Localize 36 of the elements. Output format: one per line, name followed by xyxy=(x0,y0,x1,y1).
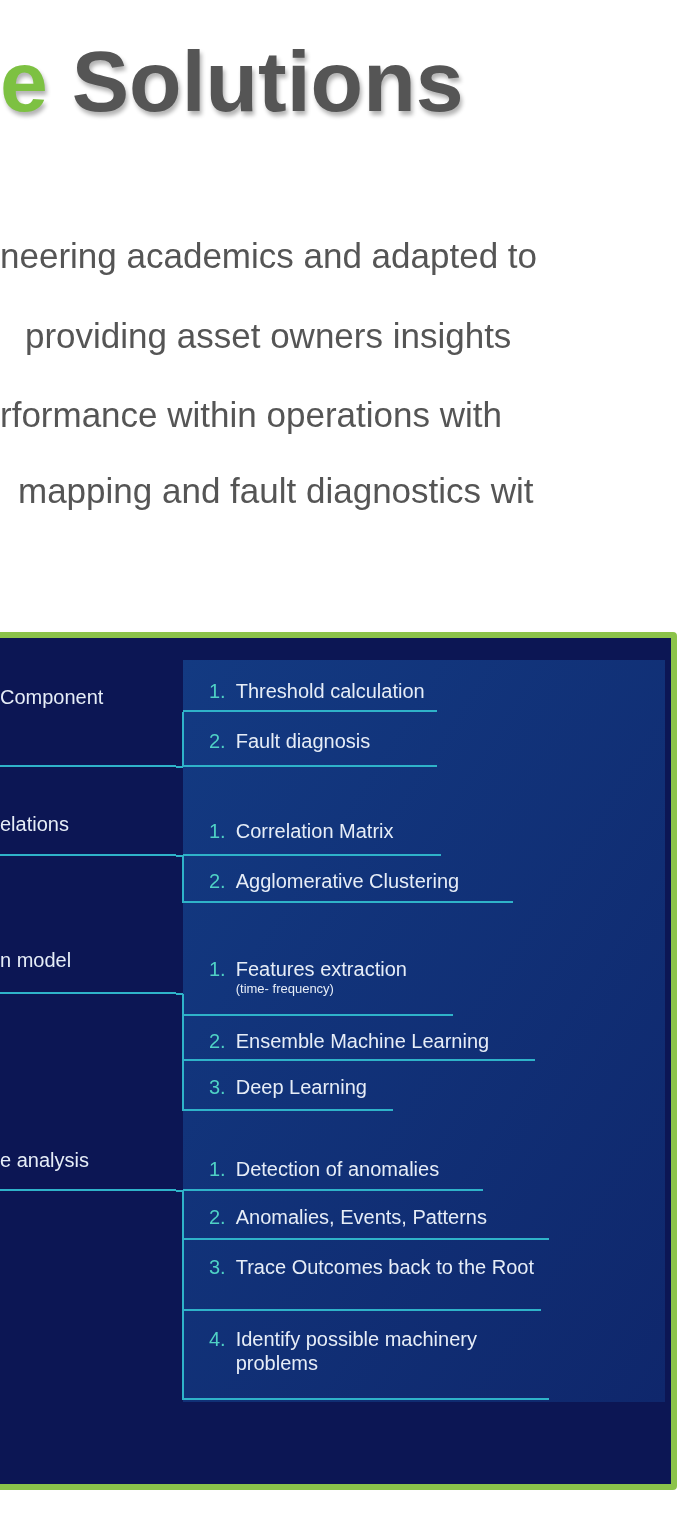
item-number: 3. xyxy=(209,1075,226,1099)
item-text: Anomalies, Events, Patterns xyxy=(235,1205,487,1229)
bracket-line xyxy=(175,711,184,768)
bracket-line xyxy=(175,855,184,904)
item-number: 2. xyxy=(209,729,226,753)
item-text: Features extraction xyxy=(235,957,407,981)
paragraph-line: neering academics and adapted to xyxy=(0,238,538,273)
category-label: Component xyxy=(0,685,104,710)
category-label: e analysis xyxy=(0,1148,89,1173)
item-number: 2. xyxy=(209,869,226,893)
item-text: Agglomerative Clustering xyxy=(235,869,460,893)
page-title: e Solutions xyxy=(0,38,464,124)
item-note: (time- frequency) xyxy=(235,981,335,997)
item-number: 4. xyxy=(209,1327,226,1351)
item-number: 3. xyxy=(209,1255,226,1279)
bracket-line xyxy=(175,1190,184,1401)
item-number: 1. xyxy=(209,819,226,843)
item-number: 1. xyxy=(209,679,226,703)
item-text: Fault diagnosis xyxy=(235,729,371,753)
item-number: 1. xyxy=(209,1157,226,1181)
item-text: Ensemble Machine Learning xyxy=(235,1029,490,1053)
item-number: 1. xyxy=(209,957,226,981)
item-text: Trace Outcomes back to the Root xyxy=(235,1255,534,1279)
category-label: n model xyxy=(0,948,72,973)
item-text: Correlation Matrix xyxy=(235,819,394,843)
item-number: 2. xyxy=(209,1205,226,1229)
item-text: Identify possible machinery problems xyxy=(235,1327,478,1375)
bracket-line xyxy=(175,993,184,1112)
paragraph-line: mapping and fault diagnostics wit xyxy=(18,473,534,508)
item-text: Deep Learning xyxy=(235,1075,367,1099)
item-text: Threshold calculation xyxy=(235,679,425,703)
item-text: Detection of anomalies xyxy=(235,1157,440,1181)
item-number: 2. xyxy=(209,1029,226,1053)
paragraph-line: providing asset owners insights xyxy=(25,318,512,353)
paragraph-line: rformance within operations with xyxy=(0,397,502,432)
category-label: elations xyxy=(0,812,69,837)
